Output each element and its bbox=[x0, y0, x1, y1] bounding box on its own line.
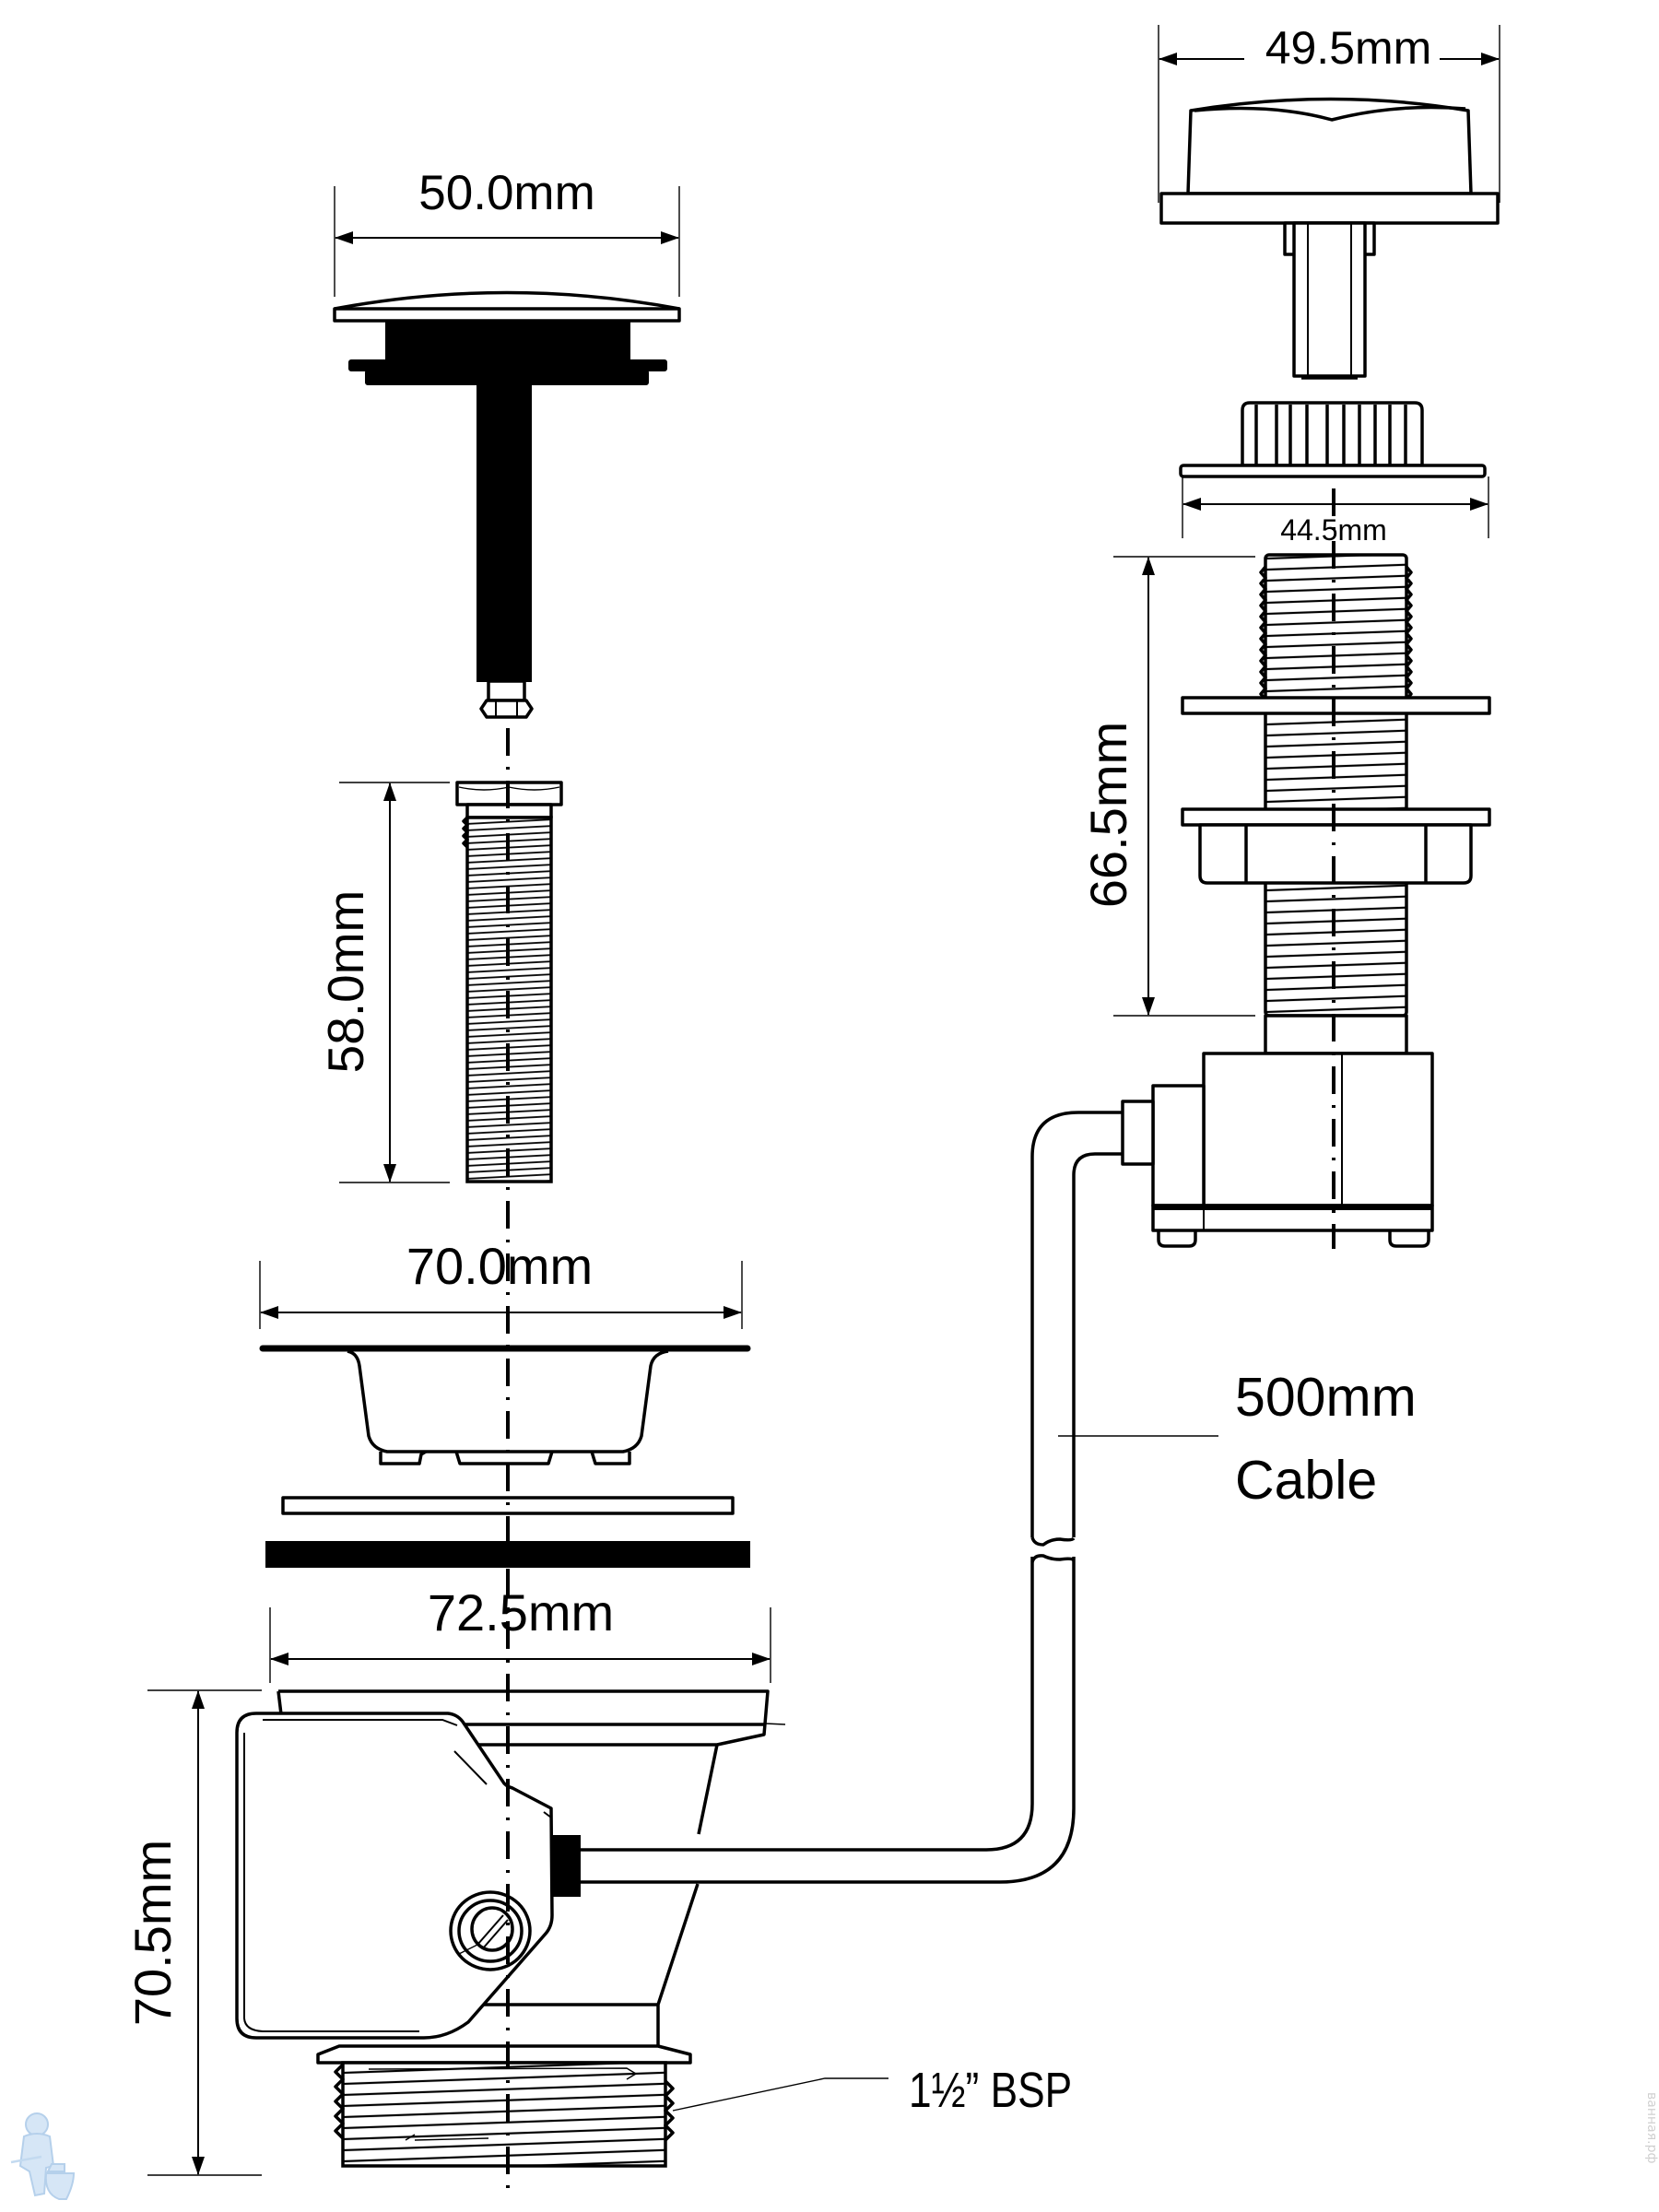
cable-break-lower bbox=[1030, 1554, 1076, 1563]
waste-body bbox=[235, 1689, 786, 2168]
cable-label: Cable bbox=[1235, 1450, 1377, 1511]
plug-step-1 bbox=[348, 359, 667, 371]
plug-cap-dome bbox=[334, 290, 680, 311]
cable-break-upper bbox=[1030, 1536, 1076, 1547]
watermark-text: ванная.рф bbox=[1644, 2092, 1659, 2163]
dimension-label-70: 70.0mm bbox=[406, 1237, 593, 1295]
control-knob bbox=[1159, 97, 1500, 380]
knob-backnut bbox=[1179, 401, 1487, 478]
stem-thread bbox=[487, 679, 526, 702]
cable-lower bbox=[581, 1557, 1034, 1852]
lever-housing bbox=[235, 1712, 554, 2040]
knob-stem bbox=[1292, 221, 1367, 378]
cable-connector bbox=[553, 1835, 581, 1897]
cable-upper bbox=[1030, 1111, 1123, 1537]
body-taper bbox=[656, 1744, 719, 2046]
knob-washer bbox=[1179, 464, 1487, 478]
tube-threads bbox=[1264, 553, 1408, 1018]
dimension-72-5: 72.5mm bbox=[269, 1583, 771, 1683]
cable: 500mm Cable bbox=[581, 1111, 1417, 1884]
tube-nut-washer bbox=[1181, 807, 1491, 827]
flat-washer bbox=[281, 1496, 735, 1515]
tube-washer bbox=[1181, 696, 1491, 715]
dimension-70-5: 70.5mm bbox=[124, 1689, 262, 2176]
strainer-bowl bbox=[347, 1349, 669, 1453]
plug-cap-rim bbox=[333, 307, 681, 323]
adjuster-screw-icon bbox=[449, 1890, 532, 1971]
plug-cap bbox=[333, 290, 681, 719]
plumber-mascot-icon bbox=[10, 2112, 76, 2200]
stem-nut bbox=[479, 699, 534, 719]
dimension-58: 58.0mm bbox=[317, 782, 450, 1183]
dimension-label-66-5: 66.5mm bbox=[1079, 722, 1137, 908]
body-rim bbox=[278, 1689, 770, 1747]
dimension-label-58: 58.0mm bbox=[317, 890, 374, 1074]
knob-cap bbox=[1186, 97, 1473, 195]
thread-callout: 1½” BSP bbox=[672, 2063, 1072, 2118]
strainer bbox=[259, 1345, 751, 1465]
tube-nut bbox=[1198, 823, 1473, 885]
housing-box bbox=[1202, 1052, 1434, 1207]
housing-cable-collar bbox=[1121, 1100, 1155, 1166]
dimension-label-49-5: 49.5mm bbox=[1265, 22, 1432, 74]
housing-foot-right bbox=[1388, 1230, 1430, 1248]
body-lower-flange bbox=[316, 2044, 692, 2065]
dimension-66-5: 66.5mm bbox=[1079, 556, 1255, 1017]
control-housing bbox=[1121, 1052, 1434, 1248]
housing-foot-left bbox=[1157, 1230, 1197, 1248]
dimension-50: 50.0mm bbox=[334, 166, 680, 297]
knob-tube bbox=[1181, 553, 1491, 1055]
rubber-gasket bbox=[265, 1541, 750, 1568]
plug-body bbox=[385, 320, 630, 361]
dimension-49-5: 49.5mm bbox=[1158, 22, 1500, 203]
dimension-label-72-5: 72.5mm bbox=[428, 1583, 614, 1641]
cable-length-label: 500mm bbox=[1235, 1367, 1417, 1428]
housing-side-block bbox=[1151, 1084, 1206, 1207]
knurled-nut bbox=[1241, 401, 1424, 467]
plug-stem bbox=[477, 383, 532, 682]
dimension-label-50: 50.0mm bbox=[418, 166, 594, 220]
outlet-threads bbox=[341, 2061, 667, 2168]
plug-step-2 bbox=[365, 370, 649, 385]
tube-collar bbox=[1264, 1014, 1408, 1055]
knob-plate bbox=[1159, 192, 1500, 225]
thread-size-label: 1½” BSP bbox=[909, 2063, 1072, 2118]
dimension-70: 70.0mm bbox=[259, 1237, 743, 1329]
dimension-label-70-5: 70.5mm bbox=[124, 1840, 182, 2026]
